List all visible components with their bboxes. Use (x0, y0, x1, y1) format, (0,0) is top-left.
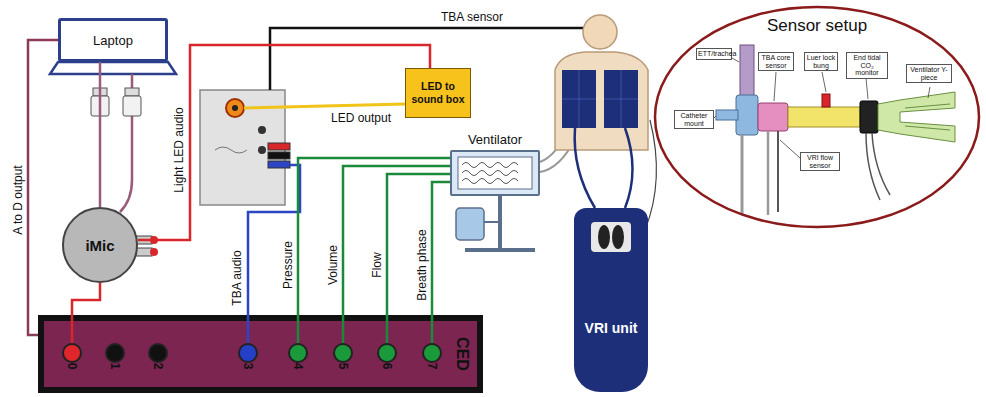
cable (99, 62, 102, 207)
node-label: 4 (291, 354, 305, 378)
ced-housing (38, 315, 483, 393)
cable (387, 174, 450, 343)
led-box: LED to sound box (405, 68, 471, 118)
port-socket: 0 (62, 343, 82, 363)
wire-label: LED output (330, 112, 392, 125)
ced-panel (44, 321, 477, 387)
laptop-box: Laptop (58, 18, 168, 62)
usb-plug (91, 88, 141, 116)
imic-circle: iMic (62, 207, 138, 283)
signal-label: A to D output (12, 164, 25, 235)
node-label: iMic (85, 237, 114, 254)
plug (268, 143, 290, 150)
port-socket: 5 (333, 343, 353, 363)
part-label: VRI flow sensor (800, 152, 840, 171)
signal-label: Flow (371, 251, 384, 278)
node-label: 2 (151, 354, 165, 378)
part-label: Luer lock bung (804, 52, 838, 71)
part-label: End tidal CO₂ monitor (846, 52, 888, 79)
node-label: Laptop (93, 33, 133, 48)
node-label: 0 (65, 354, 79, 378)
sensor-assembly (716, 45, 955, 215)
node-label: 6 (380, 354, 394, 378)
wire-label: TBA sensor (440, 11, 504, 24)
node-label: 1 (108, 354, 122, 378)
part-label: Catheter mount (674, 110, 714, 129)
led-lamp (226, 99, 244, 117)
signal-label: Pressure (282, 240, 295, 290)
vri-unit: VRI unit (574, 208, 648, 392)
cable (298, 158, 450, 343)
node-label: CED (453, 337, 471, 371)
node-label: 3 (241, 354, 255, 378)
vri-display (574, 208, 648, 268)
laptop-base (50, 62, 176, 74)
leader-line (714, 58, 930, 158)
part-label: Ventilator Y-piece (906, 64, 952, 83)
signal-label: Volume (327, 244, 340, 286)
part-label: ETT/trachea (696, 48, 732, 60)
signal-label: Breath phase (416, 228, 429, 301)
signal-label: Light LED audio (173, 106, 186, 193)
cable (28, 40, 58, 335)
mannequin (555, 15, 648, 150)
node-label: 7 (425, 354, 439, 378)
port-socket: 3 (238, 343, 258, 363)
port-socket: 7 (422, 343, 442, 363)
jack (258, 126, 266, 134)
wire-label: TBA audio (231, 249, 244, 306)
ventilator-screen (452, 152, 538, 194)
ced-box: CED 0 1 2 3 4 5 6 7 (38, 315, 483, 393)
node-label: LED to sound box (408, 80, 468, 105)
port-socket: 2 (148, 343, 168, 363)
port-socket: 4 (288, 343, 308, 363)
vri-lead (575, 128, 595, 208)
node-label: 5 (336, 354, 350, 378)
cable (432, 182, 450, 343)
cable (343, 166, 450, 343)
ventilator-stand (456, 196, 535, 250)
cable (72, 283, 100, 343)
node-label: VRI unit (574, 320, 648, 336)
port-socket: 6 (377, 343, 397, 363)
tba-audio-wire (248, 165, 300, 343)
node-label: Sensor setup (652, 16, 982, 36)
led-output-wire (244, 104, 405, 108)
ventilator-box: Ventilator (450, 150, 540, 196)
port-socket: 1 (105, 343, 125, 363)
part-label: TBA core sensor (758, 52, 794, 71)
node-label: Ventilator (442, 132, 548, 147)
